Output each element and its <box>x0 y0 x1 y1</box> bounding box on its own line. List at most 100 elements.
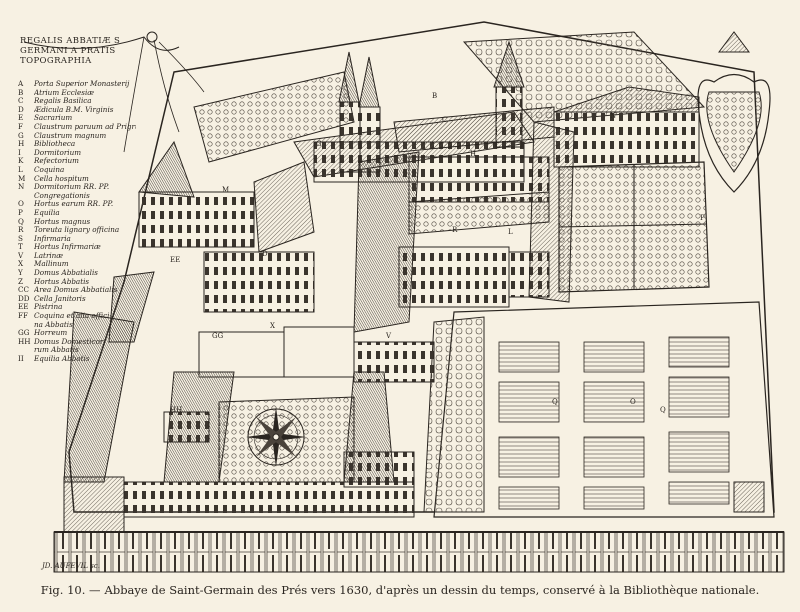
legend-key: T <box>18 243 23 252</box>
legend-text: Domus Abbatialis <box>34 269 98 278</box>
legend-item: M Cella hospitum <box>18 175 136 184</box>
legend-item: X Mallinum <box>18 260 136 269</box>
legend-key: O <box>18 200 24 209</box>
legend-text: Atrium Ecclesiæ <box>34 88 95 97</box>
legend-key: G <box>18 131 24 140</box>
legend-key <box>18 321 34 330</box>
legend-text: Refectorium <box>34 157 79 166</box>
figure-number: Fig. 10. — <box>40 583 101 597</box>
plan-letter-gg: GG <box>212 332 224 340</box>
legend-title: REGALIS ABBATIÆ S GERMANI A PRATIS TOPOG… <box>20 36 150 66</box>
legend-key: K <box>18 157 24 166</box>
legend-item: R Toreuta lignary officina <box>18 226 136 235</box>
legend-text: Hortus earum RR. PP. <box>34 200 114 209</box>
legend-text: Latrinæ <box>34 251 64 260</box>
plan-letter-p: P <box>700 214 705 222</box>
plan-letter-ee: EE <box>170 256 181 264</box>
figure-caption-text: Abbaye de Saint-Germain des Prés vers 16… <box>104 583 760 597</box>
legend-title-line-2: GERMANI A PRATIS <box>20 46 116 56</box>
legend-item: H Bibliotheca <box>18 140 136 149</box>
legend-item: S Infirmaria <box>18 235 136 244</box>
legend-key: V <box>18 251 24 260</box>
figure-caption: Fig. 10. —Abbaye de Saint-Germain des Pr… <box>0 583 800 597</box>
legend-text: Coquina <box>34 165 65 174</box>
legend-key: R <box>18 226 24 235</box>
lower-buildings <box>63 271 435 533</box>
legend-text: Dormitorium RR. PP. <box>34 183 110 192</box>
legend-text: Hortus Abbatis <box>34 277 90 286</box>
plan-letter-hh: HH <box>170 406 183 414</box>
plan-letter-q: Q <box>552 398 558 406</box>
legend-key: M <box>18 174 26 183</box>
legend-key: I <box>18 148 21 157</box>
legend-text: Porta Superior Monasterij <box>34 80 130 88</box>
plan-letter-o: O <box>630 398 636 406</box>
legend-text: Pistrina <box>34 303 63 312</box>
legend-item: rum Abbatis <box>18 346 136 355</box>
legend-key: Y <box>18 269 23 278</box>
legend-text: Infirmaria <box>34 234 71 243</box>
legend-key: S <box>18 234 23 243</box>
plan-letter-v: V <box>386 332 392 340</box>
west-buildings <box>138 121 575 333</box>
plan-letter-c: C <box>442 116 448 124</box>
legend-key: HH <box>18 337 31 346</box>
legend-text: Toreuta lignary officina <box>34 226 120 235</box>
compass-rose <box>246 407 306 467</box>
legend-key: X <box>18 260 24 269</box>
legend-item: T Hortus Infirmariæ <box>18 243 136 252</box>
legend-text: Hortus Infirmariæ <box>34 243 101 252</box>
legend-text: Horreum <box>34 329 68 338</box>
legend-key: D <box>18 105 24 114</box>
legend-item: na Abbatis <box>18 321 136 330</box>
legend-text: rum Abbatis <box>34 346 79 355</box>
legend-key: L <box>18 165 23 174</box>
legend-text: Ædicula B.M. Virginis <box>34 105 114 114</box>
abbey-engraving <box>23 21 785 573</box>
legend-text: Regalis Basilica <box>34 97 92 106</box>
legend-text: Mallinum <box>34 260 69 269</box>
legend-key: N <box>18 183 25 192</box>
plan-letter-n: N <box>610 112 617 120</box>
legend-key: CC <box>18 286 29 295</box>
legend-key: H <box>18 140 25 149</box>
legend-key <box>18 192 34 201</box>
legend-item: C Regalis Basilica <box>18 97 136 106</box>
legend-key: DD <box>18 294 30 303</box>
legend-text: Hortus magnus <box>34 217 91 226</box>
legend-key: FF <box>18 312 28 321</box>
title-ribbon <box>23 31 205 153</box>
legend-text: Equilia <box>34 208 60 217</box>
legend-text: Cella hospitum <box>34 174 89 183</box>
coat-of-arms <box>697 31 771 193</box>
plan-letter-m: M <box>222 186 230 194</box>
legend-title-line-3: TOPOGRAPHIA <box>20 56 92 66</box>
legend-key: Q <box>18 217 24 226</box>
legend-key: C <box>18 97 24 106</box>
legend-item: I Dormitorium <box>18 149 136 158</box>
legend-text: Claustrum paruum ad Prigrum <box>34 122 136 131</box>
parterre-right <box>558 161 710 293</box>
legend-text: Domus Domesticor <box>34 337 104 346</box>
legend-key: II <box>18 355 24 363</box>
plan-letter-r: R <box>452 226 458 234</box>
legend-text: Cella Janitoris <box>34 294 86 303</box>
legend-item: DD Cella Janitoris <box>18 295 136 304</box>
legend-item: N Dormitorium RR. PP. <box>18 183 136 192</box>
plan-letter-l: L <box>508 228 513 236</box>
legend-item: Q Hortus magnus <box>18 218 136 227</box>
legend-text: na Abbatis <box>34 320 73 329</box>
plan-letter-x: X <box>270 322 275 330</box>
legend-text: Dormitorium <box>34 148 82 157</box>
legend-item: Z Hortus Abbatis <box>18 278 136 287</box>
legend-text: Bibliotheca <box>34 140 76 149</box>
legend-key: Z <box>18 277 23 286</box>
legend-text: Sacrarium <box>34 114 73 123</box>
